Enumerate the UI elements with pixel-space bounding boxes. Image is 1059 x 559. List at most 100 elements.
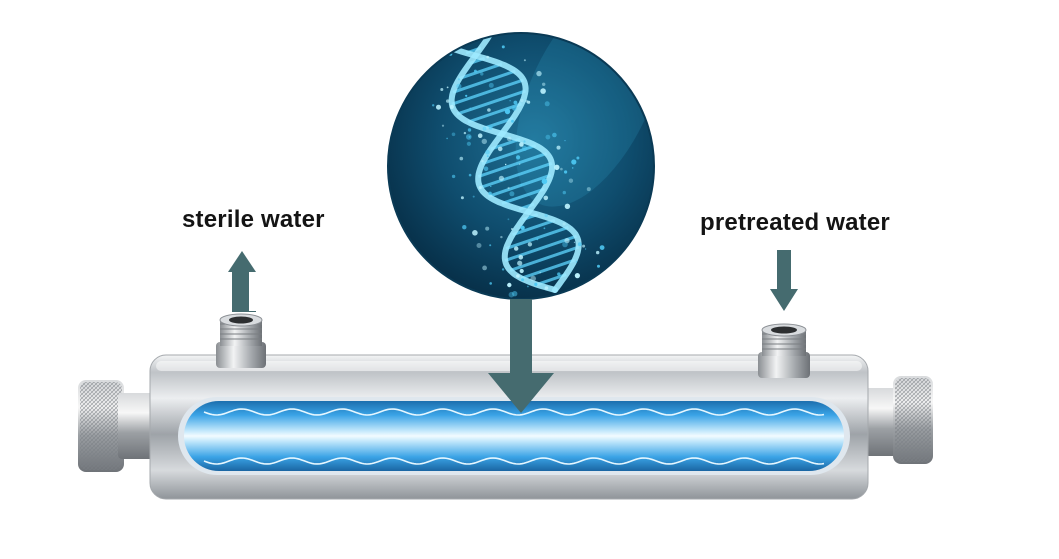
dna-rung	[456, 89, 526, 116]
sparkle	[488, 82, 494, 88]
inlet-port	[758, 323, 810, 378]
sparkle	[456, 83, 462, 89]
sparkle	[573, 241, 576, 244]
dna-rung	[467, 102, 522, 124]
dna-rung	[509, 245, 580, 272]
sparkle	[486, 155, 489, 158]
water-flow-wave-top	[203, 408, 825, 416]
sparkle	[519, 142, 524, 147]
sparkle	[472, 230, 478, 236]
sparkle	[557, 272, 561, 276]
sparkle	[485, 149, 490, 155]
sparkle	[466, 141, 471, 146]
sparkle	[520, 98, 524, 103]
sparkle	[507, 186, 510, 190]
sparkle	[596, 250, 600, 255]
sparkle	[507, 282, 512, 288]
sparkle	[564, 203, 571, 209]
sparkle	[539, 271, 541, 274]
sparkle	[543, 195, 549, 201]
sparkle	[460, 196, 464, 200]
sparkle	[582, 244, 586, 248]
sparkle	[586, 287, 591, 293]
sparkle	[488, 125, 493, 130]
dna-rung	[459, 62, 503, 80]
sparkle	[472, 195, 475, 198]
sparkle	[540, 88, 546, 94]
dna-rung	[451, 78, 524, 106]
sparkle	[459, 156, 464, 161]
sparkle	[451, 132, 456, 137]
dna-helix-icon	[445, 33, 582, 293]
dna-rung	[479, 161, 553, 190]
sparkle	[523, 59, 526, 62]
sparkle	[571, 167, 574, 169]
sparkle	[568, 178, 574, 183]
sparkle	[512, 106, 517, 111]
sparkle	[527, 285, 529, 288]
sparkle	[428, 62, 430, 64]
sparkle	[585, 248, 587, 250]
sparkle	[599, 245, 605, 251]
sparkle	[543, 227, 546, 230]
sparkle	[485, 226, 490, 231]
sparkle	[449, 104, 454, 109]
sparkle	[509, 191, 515, 197]
sparkle	[536, 70, 542, 77]
sparkle	[564, 140, 566, 142]
sparkle	[552, 291, 554, 293]
sparkle	[481, 159, 484, 163]
sparkle	[525, 99, 529, 103]
sparkle	[473, 69, 477, 73]
sparkle	[481, 138, 487, 145]
sparkle	[544, 286, 549, 290]
arrow-down-icon	[770, 250, 798, 311]
sparkle	[457, 78, 460, 81]
sparkle	[432, 104, 435, 107]
sparkle	[463, 131, 467, 135]
sparkle	[545, 134, 551, 140]
sparkle	[534, 282, 538, 286]
sparkle	[500, 235, 503, 239]
sparkle	[575, 261, 578, 263]
sparkle	[536, 238, 539, 241]
sparkle	[577, 242, 582, 247]
sparkle	[617, 282, 620, 285]
sparkle	[446, 99, 450, 103]
sparkle	[527, 242, 533, 247]
sparkle	[468, 173, 472, 177]
sparkle	[506, 136, 512, 142]
sparkle	[518, 254, 524, 260]
arrow-up-icon	[228, 251, 256, 312]
sparkle	[571, 159, 577, 165]
sparkle	[480, 72, 484, 76]
sparkle	[507, 218, 510, 221]
sparkle	[505, 163, 507, 166]
sparkle	[489, 244, 492, 247]
sparkle	[501, 45, 505, 49]
dna-orb	[387, 32, 655, 300]
sparkle	[436, 104, 441, 110]
sparkle	[490, 185, 492, 187]
sparkle	[482, 126, 487, 131]
sparkle	[498, 175, 504, 181]
sparkle	[564, 170, 568, 174]
sparkle	[416, 33, 418, 34]
sparkle	[597, 264, 600, 268]
sparkle	[446, 137, 448, 140]
sparkle	[424, 49, 429, 54]
sparkle	[441, 124, 445, 127]
sparkle	[562, 222, 566, 226]
outlet-label: sterile water	[182, 206, 325, 233]
dna-rung	[520, 258, 576, 280]
sparkle	[560, 167, 563, 171]
sparkle	[467, 128, 472, 132]
sparkle	[516, 274, 520, 278]
sparkle	[530, 275, 536, 282]
sparkle	[468, 135, 471, 138]
dna-rung	[483, 116, 514, 130]
dna-rung	[477, 151, 548, 179]
sparkle	[446, 86, 449, 89]
sparkle	[602, 279, 608, 285]
